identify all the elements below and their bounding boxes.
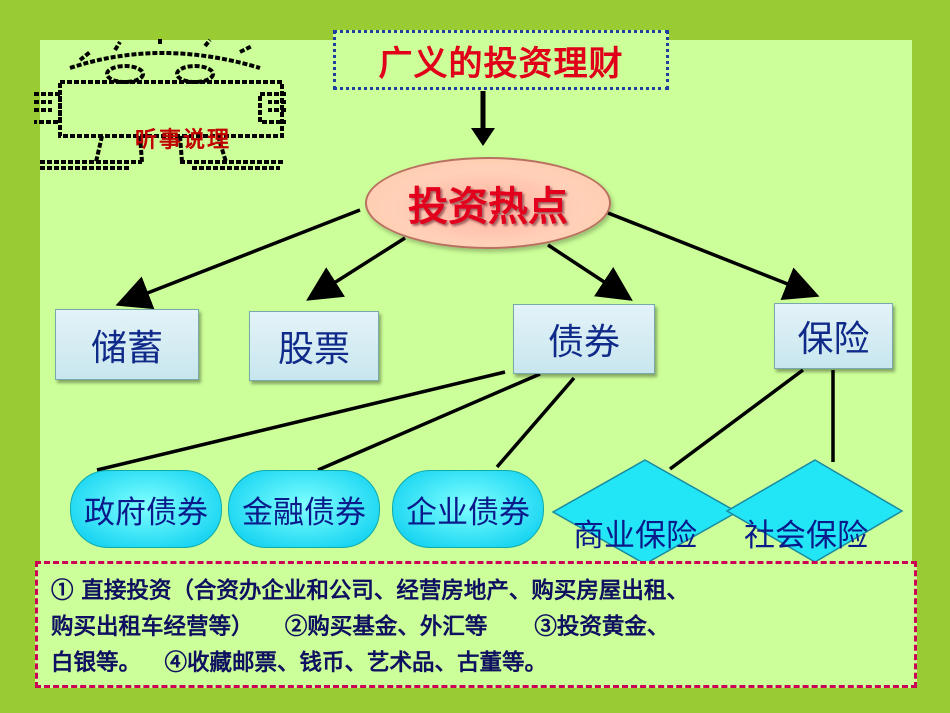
note-line-1: ① 直接投资（合资办企业和公司、经营房地产、购买房屋出租、 bbox=[51, 578, 689, 604]
node-government-bonds: 政府债券 bbox=[70, 470, 222, 548]
line-bonds-government bbox=[96, 370, 506, 472]
investment-notes-box: ① 直接投资（合资办企业和公司、经营房地产、购买房屋出租、 购买出租车经营等） … bbox=[35, 561, 917, 688]
savings-label: 储蓄 bbox=[90, 327, 163, 369]
stocks-label: 股票 bbox=[277, 329, 350, 370]
financial-bonds-label: 金融债券 bbox=[242, 494, 366, 531]
arrow-to-stocks bbox=[306, 236, 406, 301]
line-insurance-commercial bbox=[668, 368, 805, 471]
note-line-2: 购买出租车经营等） ②购买基金、外汇等 ③投资黄金、 bbox=[51, 614, 670, 640]
listen-reason-logo: 听事说理 bbox=[30, 38, 292, 170]
insurance-label: 保险 bbox=[797, 319, 870, 360]
logo-text: 听事说理 bbox=[134, 128, 231, 153]
bonds-label: 债券 bbox=[547, 322, 620, 363]
node-insurance: 保险 bbox=[774, 303, 893, 369]
title-box: 广义的投资理财 bbox=[333, 30, 669, 90]
corporate-bonds-label: 企业债券 bbox=[406, 494, 530, 531]
arrow-to-insurance bbox=[607, 211, 820, 300]
social-insurance-label: 社会保险 bbox=[744, 518, 868, 554]
commercial-insurance-label: 商业保险 bbox=[573, 518, 697, 554]
line-bonds-financial bbox=[317, 372, 541, 472]
node-savings: 储蓄 bbox=[55, 309, 199, 380]
arrowhead-title-to-hotspot bbox=[471, 128, 495, 146]
note-line-3: 白银等。 ④收藏邮票、钱币、艺术品、古董等。 bbox=[51, 650, 548, 676]
government-bonds-label: 政府债券 bbox=[84, 494, 208, 531]
arrow-to-bonds bbox=[547, 243, 633, 301]
hotspot-label: 投资热点 bbox=[408, 184, 568, 230]
node-stocks: 股票 bbox=[249, 311, 379, 381]
node-bonds: 债券 bbox=[513, 304, 655, 374]
node-corporate-bonds: 企业债券 bbox=[392, 470, 544, 548]
arrow-to-savings bbox=[115, 208, 361, 310]
page-title: 广义的投资理财 bbox=[378, 43, 624, 84]
investment-hotspot-node: 投资热点 bbox=[365, 157, 611, 249]
node-financial-bonds: 金融债券 bbox=[228, 470, 380, 548]
cartoon-sign-figure-icon bbox=[34, 38, 286, 170]
line-bonds-corporate bbox=[495, 376, 576, 469]
